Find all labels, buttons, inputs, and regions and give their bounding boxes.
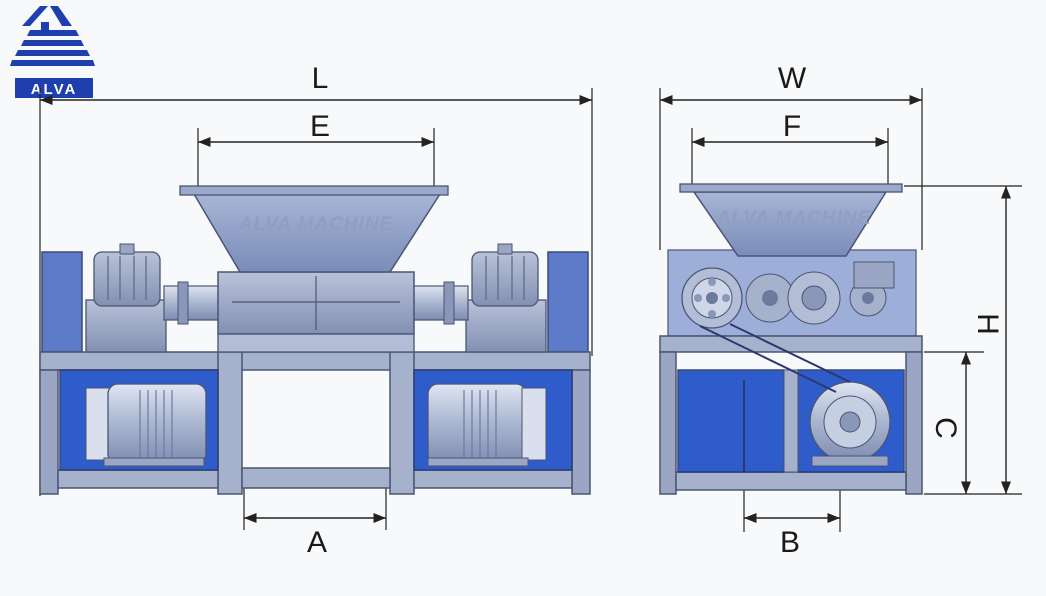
side-view: ALVA MACHINE W F B H C bbox=[659, 62, 1022, 559]
front-view: ALVA MACHINE L E A bbox=[39, 62, 593, 559]
alva-logo: ALVA bbox=[10, 6, 95, 98]
side-motor bbox=[809, 381, 891, 467]
label-e: E bbox=[310, 110, 330, 143]
logo-banner bbox=[15, 78, 93, 98]
side-machine bbox=[659, 183, 923, 495]
label-f: F bbox=[783, 110, 801, 143]
left-motor bbox=[85, 383, 207, 467]
front-machine bbox=[39, 185, 591, 495]
side-pulley bbox=[681, 267, 743, 329]
logo-text: ALVA bbox=[31, 81, 78, 98]
side-hopper-brand: ALVA MACHINE bbox=[716, 208, 872, 229]
label-b: B bbox=[780, 526, 800, 559]
label-c: C bbox=[929, 417, 962, 439]
label-l: L bbox=[312, 62, 329, 95]
label-h: H bbox=[971, 313, 1004, 335]
right-motor bbox=[427, 383, 547, 467]
right-gearbox bbox=[465, 243, 547, 353]
label-a: A bbox=[307, 526, 327, 559]
left-gearbox bbox=[85, 243, 167, 353]
label-w: W bbox=[778, 62, 807, 95]
side-gears bbox=[745, 261, 895, 325]
front-hopper-brand: ALVA MACHINE bbox=[238, 214, 394, 235]
logo-mark-icon bbox=[10, 6, 95, 66]
